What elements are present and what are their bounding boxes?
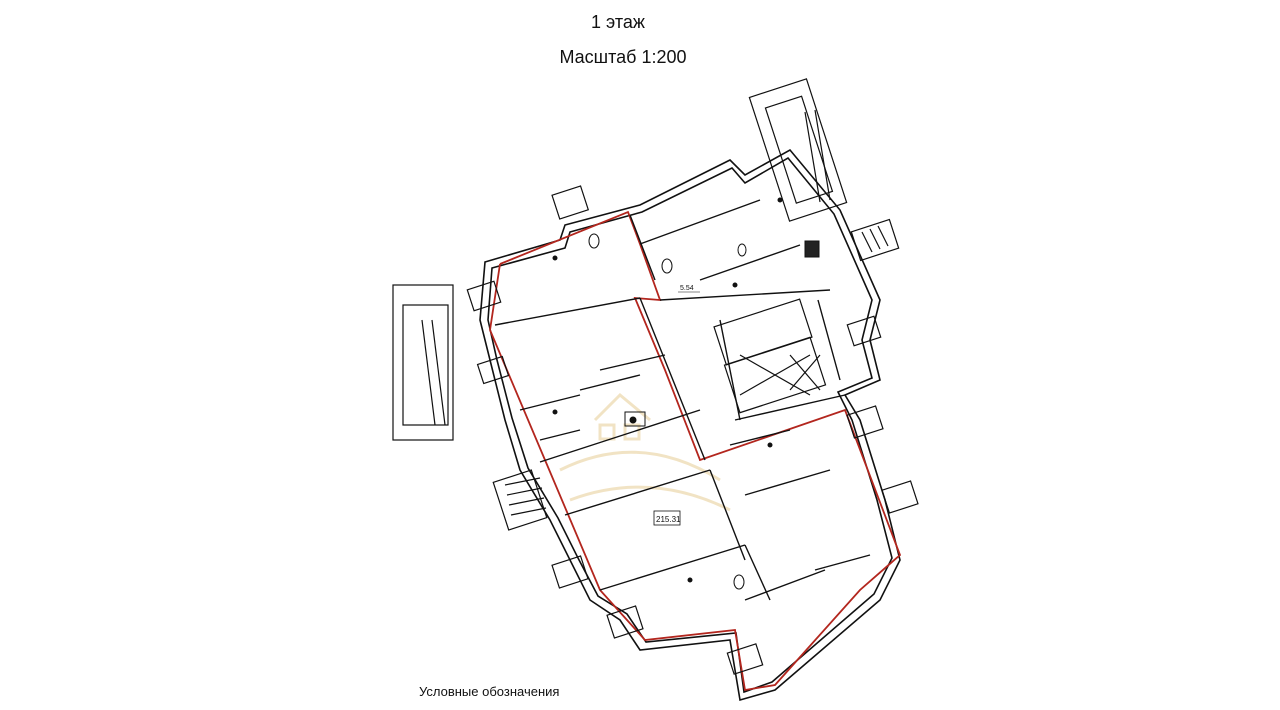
entrance-stairs [392,78,900,531]
utility-marks [552,197,783,583]
scale-label: Масштаб 1:200 [559,47,687,67]
sanitary-fixtures [588,233,820,590]
interior-walls [494,199,871,601]
room-area-main: 215.31 [656,515,681,524]
legend-title: Условные обозначения [419,684,560,699]
floor-title: 1 этаж [591,12,645,32]
premises-boundary [489,210,902,692]
window-niches [466,185,919,675]
stair-core [713,298,827,414]
exterior-walls [479,148,901,702]
room-area-small: 5.54 [680,285,694,292]
room-area-tag-main: 215.31 [653,510,681,526]
room-area-tag-small: 5.54 [678,285,700,293]
